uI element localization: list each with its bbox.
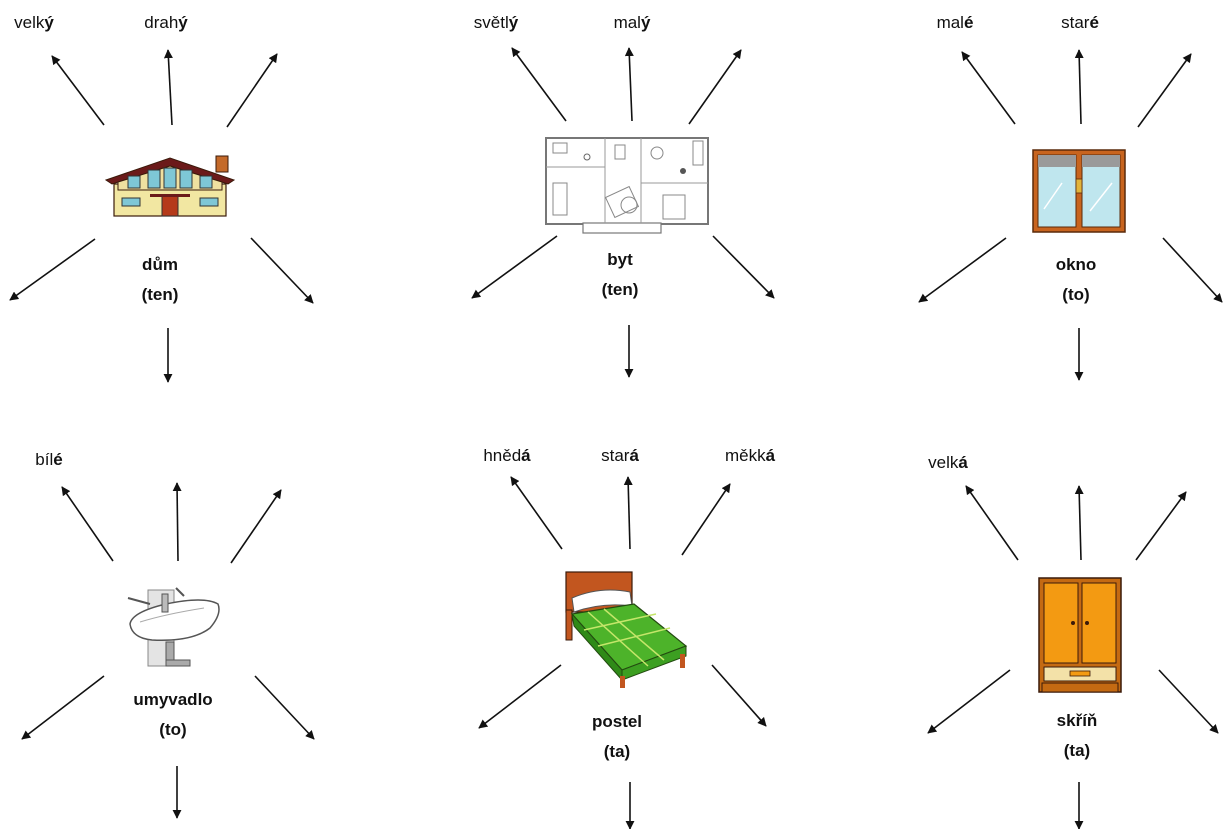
gender-label: (ta)	[603, 742, 631, 761]
arrow-5	[250, 237, 314, 304]
noun-skrin: skříň (ta)	[1057, 706, 1098, 766]
noun-okno: okno (to)	[1056, 250, 1097, 310]
sink-icon	[126, 584, 222, 670]
adjective-velka: velká	[928, 453, 968, 472]
arrow-1	[51, 55, 105, 126]
adjective-stara: stará	[601, 446, 639, 465]
house-icon	[104, 154, 236, 218]
gender-label: (ta)	[1063, 741, 1091, 760]
arrow-15	[1137, 53, 1192, 128]
gender-label: (to)	[159, 720, 187, 739]
gender-label: (ten)	[601, 280, 639, 299]
arrow-7	[511, 47, 567, 122]
arrow-28	[478, 664, 562, 729]
noun-dum: dům (ten)	[142, 250, 179, 310]
arrow-10	[471, 235, 558, 299]
adjective-drahy: drahý	[144, 13, 188, 32]
arrow-4	[9, 238, 96, 301]
window-icon	[1032, 149, 1126, 233]
arrow-22	[21, 675, 105, 740]
adjective-male: malé	[936, 13, 974, 32]
noun-byt: byt (ten)	[602, 245, 639, 305]
arrow-29	[711, 664, 767, 727]
noun-label: umyvadlo	[133, 690, 213, 709]
floor-plan-icon	[545, 137, 709, 235]
arrow-35	[1158, 669, 1219, 734]
arrow-13	[961, 51, 1016, 125]
noun-label: dům	[142, 255, 178, 274]
noun-label: skříň	[1056, 711, 1098, 730]
arrow-14	[1074, 49, 1084, 125]
noun-label: okno	[1055, 255, 1097, 274]
adjective-velky: velký	[14, 13, 54, 32]
arrow-3	[226, 53, 278, 128]
adjective-svetly: světlý	[473, 13, 519, 32]
arrow-25	[510, 476, 563, 550]
arrow-32	[1074, 485, 1084, 561]
adjective-mekka: měkká	[724, 446, 776, 465]
arrow-21	[230, 489, 282, 564]
gender-label: (to)	[1062, 285, 1090, 304]
bed-icon	[564, 570, 690, 690]
noun-postel: postel (ta)	[592, 707, 642, 767]
arrow-26	[623, 476, 633, 550]
arrow-9	[688, 49, 742, 125]
arrow-19	[61, 486, 114, 562]
arrow-16	[918, 237, 1007, 303]
wardrobe-icon	[1038, 577, 1122, 695]
adjective-maly: malý	[613, 13, 651, 32]
noun-label: byt	[607, 250, 633, 269]
adjective-bile: bílé	[35, 450, 63, 469]
arrow-11	[712, 235, 775, 299]
arrow-34	[927, 669, 1011, 734]
arrow-27	[681, 483, 731, 556]
adjective-stare: staré	[1061, 13, 1099, 32]
arrow-23	[254, 675, 315, 740]
arrow-31	[965, 485, 1019, 561]
adjective-hneda: hnědá	[483, 446, 531, 465]
arrow-2	[163, 49, 173, 126]
arrow-17	[1162, 237, 1223, 303]
arrow-20	[172, 482, 182, 562]
noun-label: postel	[591, 712, 643, 731]
noun-umyvadlo: umyvadlo (to)	[133, 685, 212, 745]
arrow-33	[1135, 491, 1187, 561]
arrow-8	[624, 47, 634, 122]
gender-label: (ten)	[141, 285, 179, 304]
